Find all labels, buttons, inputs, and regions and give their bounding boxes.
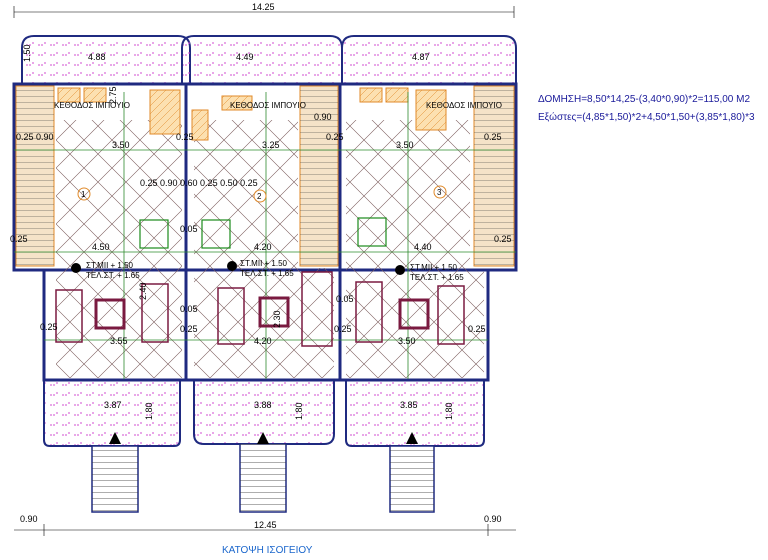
veranda-top-3: 4.87 (412, 52, 430, 62)
v-275: 2.75 (108, 86, 118, 104)
level-markers: ΣΤ.ΜΙΙ + 1.50 ΤΕΛ.ΣΤ. + 1.65 ΣΤ.ΜΙΙ + 1.… (71, 259, 464, 282)
veranda-depth: 1.50 (22, 44, 32, 62)
level-lower-1: ΤΕΛ.ΣΤ. + 1.65 (86, 271, 140, 280)
room-label-3: ΚΕΘΟΔΟΣ ΙΜΠΟΥΙΟ (426, 101, 502, 110)
internal-stairs (15, 85, 515, 267)
wall-025-d: 0.25 (10, 234, 28, 244)
wall-025-b: 0.25 (326, 132, 344, 142)
combo-left: 0.25 0.90 (16, 132, 54, 142)
room-labels: ΚΕΘΟΔΟΣ ΙΜΠΟΥΙΟ ΚΕΘΟΔΟΣ ΙΜΠΟΥΙΟ ΚΕΘΟΔΟΣ … (54, 101, 502, 110)
small-row: 0.25 0.90 0.60 0.25 0.50 0.25 (140, 178, 258, 188)
front-depth-3: 1.80 (444, 402, 454, 420)
overall-bottom-label: 12.45 (254, 520, 277, 530)
plan-caption: ΚΑΤΟΨΗ ΙΣΟΓΕΙΟΥ (222, 545, 313, 556)
lower-width-3: 3.50 (398, 336, 416, 346)
wall-025-a: 0.25 (176, 132, 194, 142)
v-230: 2.30 (272, 310, 282, 328)
living-width-1: 4.50 (92, 242, 110, 252)
kitchen-width-3: 3.50 (396, 140, 414, 150)
living-width-3: 4.40 (414, 242, 432, 252)
overall-top-label: 14.25 (252, 2, 275, 12)
v-240: 2.40 (138, 282, 148, 300)
unit-number-2: 2 (257, 192, 262, 201)
room-label-1: ΚΕΘΟΔΟΣ ΙΜΠΟΥΙΟ (54, 101, 130, 110)
lower-width-1: 3.55 (110, 336, 128, 346)
wall-005-c: 0.05 (336, 294, 354, 304)
living-width-2: 4.20 (254, 242, 272, 252)
side-left-bottom: 0.90 (20, 514, 38, 524)
grid-lines (14, 92, 516, 380)
front-depth-2: 1.80 (294, 402, 304, 420)
level-lower-3: ΤΕΛ.ΣΤ. + 1.65 (410, 273, 464, 282)
veranda-top-1: 4.88 (88, 52, 106, 62)
living-furniture (55, 271, 465, 347)
unit-number-1: 1 (81, 190, 86, 199)
front-terrace-2: 3.88 (254, 400, 272, 410)
wall-025-i: 0.25 (468, 324, 486, 334)
unit-markers: 1 2 3 (77, 185, 447, 203)
veranda-top-2: 4.49 (236, 52, 254, 62)
top-verandas: 4.88 4.49 4.87 1.50 (21, 35, 517, 85)
overall-top-dimension: 14.25 (13, 2, 515, 18)
area-note-domisi: ΔΟΜΗΣΗ=8,50*14,25-(3,40*0,90)*2=115,00 M… (538, 94, 751, 105)
interior-dimensions: 3.50 3.25 3.50 4.50 4.20 4.40 3.55 4.20 … (10, 86, 512, 420)
wall-090-a: 0.90 (314, 112, 332, 122)
room-label-2: ΚΕΘΟΔΟΣ ΙΜΠΟΥΙΟ (230, 101, 306, 110)
wall-025-e: 0.25 (494, 234, 512, 244)
lower-width-2: 4.20 (254, 336, 272, 346)
level-lower-2: ΤΕΛ.ΣΤ. + 1.65 (240, 269, 294, 278)
level-upper-2: ΣΤ.ΜΙΙ + 1.50 (240, 259, 288, 268)
front-depth-1: 1.80 (144, 402, 154, 420)
wall-005-a: 0.05 (180, 224, 198, 234)
kitchen-width-1: 3.50 (112, 140, 130, 150)
wall-005-b: 0.05 (180, 304, 198, 314)
wall-025-c: 0.25 (484, 132, 502, 142)
floor-tiling (56, 120, 484, 378)
area-note-exostes: Εξώστες=(4,85*1,50)*2+4,50*1,50+(3,85*1,… (538, 112, 755, 123)
wall-025-h: 0.25 (334, 324, 352, 334)
front-terrace-1: 3.87 (104, 400, 122, 410)
kitchens (57, 87, 447, 141)
overall-bottom-dimension: 12.45 0.90 0.90 (14, 514, 516, 536)
wall-025-f: 0.25 (40, 322, 58, 332)
unit-number-3: 3 (437, 188, 442, 197)
external-stairs (91, 432, 435, 513)
dining-sets (139, 217, 387, 249)
wall-025-g: 0.25 (180, 324, 198, 334)
level-upper-1: ΣΤ.ΜΙΙ + 1.50 (86, 261, 134, 270)
level-upper-3: ΣΤ.ΜΙΙ + 1.50 (410, 263, 458, 272)
front-terraces: 3.87 3.88 3.85 (43, 379, 485, 447)
front-terrace-3: 3.85 (400, 400, 418, 410)
kitchen-width-2: 3.25 (262, 140, 280, 150)
side-right-bottom: 0.90 (484, 514, 502, 524)
